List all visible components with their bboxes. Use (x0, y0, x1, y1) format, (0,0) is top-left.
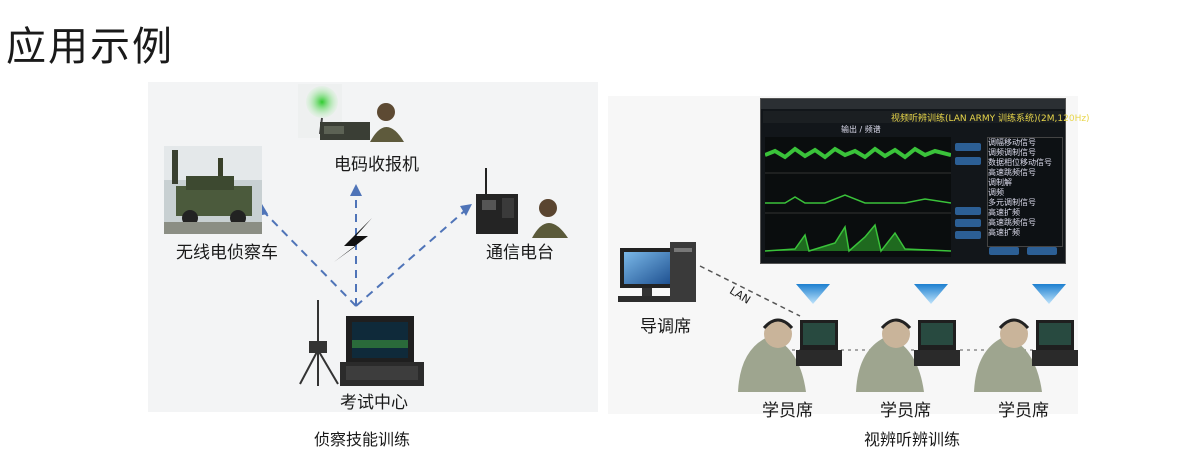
label-exam-center: 考试中心 (340, 393, 408, 413)
software-toolbar: 视频听辨训练(LAN ARMY 训练系统)(2M,120Hz) (763, 111, 1090, 124)
director-workstation-image (618, 242, 696, 302)
label-radio-station: 通信电台 (486, 243, 554, 263)
signal-item[interactable]: 高速扩频 (988, 228, 1020, 237)
waveform-2 (765, 194, 951, 204)
caption-left: 侦察技能训练 (314, 430, 411, 449)
software-bottom-button-2[interactable] (1027, 247, 1057, 255)
lightning-icon (334, 218, 372, 262)
software-window: 视频听辨训练(LAN ARMY 训练系统)(2M,120Hz) 输出 / 频谱 … (760, 98, 1090, 264)
exam-center-image (340, 316, 424, 386)
page-title: 应用示例 (6, 24, 174, 70)
software-button-3[interactable] (955, 207, 981, 215)
signal-links (261, 190, 469, 307)
software-titlebar (761, 99, 1065, 109)
software-button-1[interactable] (955, 143, 981, 151)
software-button-2[interactable] (955, 157, 981, 165)
arrowhead-radio (460, 204, 472, 216)
signal-item[interactable]: 调频调制信号 (988, 148, 1036, 157)
signal-item[interactable]: 高速扩频 (988, 208, 1020, 217)
software-button-4[interactable] (955, 219, 981, 227)
signal-item[interactable]: 数据相位移动信号 (988, 158, 1052, 167)
label-student-3: 学员席 (998, 401, 1049, 421)
software-panel-label: 输出 / 频谱 (841, 125, 881, 134)
student-station-3 (974, 284, 1078, 392)
student-station-2 (856, 284, 960, 392)
lan-link (699, 265, 801, 317)
signal-list: 调幅移动信号 调频调制信号 数据相位移动信号 高速跳频信号 调制解 调频 多元调… (987, 137, 1063, 247)
caption-right: 视辨听辨训练 (864, 430, 961, 449)
label-recon-vehicle: 无线电侦察车 (176, 243, 278, 263)
signal-item[interactable]: 高速跳频信号 (988, 218, 1036, 227)
recon-vehicle-image (164, 146, 262, 234)
waveform-1 (765, 146, 951, 160)
arrowhead-telegraph (350, 184, 362, 196)
telegraph-image (298, 84, 404, 142)
tripod-antenna-image (299, 300, 339, 386)
signal-item[interactable]: 调频 (988, 188, 1004, 197)
waveform-3 (765, 223, 951, 253)
label-telegraph: 电码收报机 (334, 155, 419, 175)
signal-item[interactable]: 调幅移动信号 (988, 138, 1036, 147)
label-student-1: 学员席 (762, 401, 813, 421)
software-banner: 视频听辨训练(LAN ARMY 训练系统)(2M,120Hz) (891, 114, 1090, 124)
waveform-panel (765, 137, 951, 257)
label-director: 导调席 (640, 317, 691, 337)
radio-station-image (476, 168, 568, 238)
student-station-1 (738, 284, 842, 392)
signal-item[interactable]: 高速跳频信号 (988, 168, 1036, 177)
link-to-radio (355, 207, 469, 307)
software-bottom-button-1[interactable] (989, 247, 1019, 255)
signal-item[interactable]: 多元调制信号 (988, 198, 1036, 207)
label-student-2: 学员席 (880, 401, 931, 421)
software-button-5[interactable] (955, 231, 981, 239)
signal-item[interactable]: 调制解 (988, 178, 1012, 187)
